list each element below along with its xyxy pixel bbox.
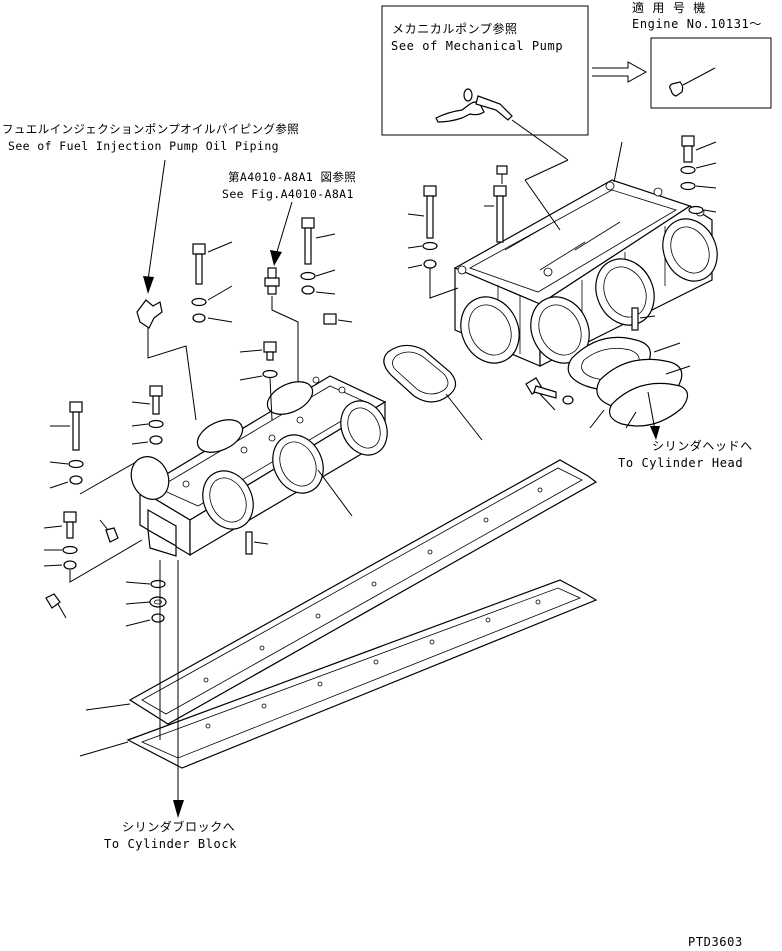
bolt bbox=[239, 341, 277, 361]
applicable-engine-callout: 適 用 号 機 Engine No.10131～ bbox=[592, 0, 772, 109]
bolt bbox=[525, 377, 557, 411]
fig-ref-label-jp: 第A4010-A8A1 図参照 bbox=[228, 170, 356, 184]
washer bbox=[562, 395, 574, 405]
arrow-down-icon bbox=[173, 800, 184, 818]
washer bbox=[44, 545, 78, 555]
washer bbox=[300, 269, 336, 281]
washer bbox=[192, 313, 233, 323]
washer bbox=[301, 285, 336, 295]
mech-pump-label-en: See of Mechanical Pump bbox=[391, 39, 563, 53]
plug bbox=[323, 313, 353, 325]
washer bbox=[49, 459, 84, 469]
mechanical-pump-callout: メカニカルポンプ参照 See of Mechanical Pump bbox=[381, 5, 589, 181]
applicable-label-jp: 適 用 号 機 bbox=[632, 0, 706, 15]
mech-pump-label-jp: メカニカルポンプ参照 bbox=[392, 21, 518, 36]
long-gasket-upper bbox=[85, 459, 598, 725]
plug bbox=[496, 165, 508, 184]
bolt bbox=[301, 217, 336, 265]
cyl-head-label-en: To Cylinder Head bbox=[618, 456, 743, 470]
dowel-pin bbox=[631, 307, 656, 331]
washer bbox=[125, 579, 166, 589]
fuel-pipe-callout: フュエルインジェクションポンプオイルパイピング参照 See of Fuel In… bbox=[2, 122, 299, 421]
cyl-block-label-jp: シリンダブロックへ bbox=[122, 819, 235, 834]
bolt bbox=[131, 385, 163, 415]
bolt bbox=[99, 519, 119, 543]
washer bbox=[49, 461, 137, 495]
bolt bbox=[192, 241, 233, 285]
bolt bbox=[50, 401, 83, 451]
washer bbox=[125, 613, 165, 627]
washer bbox=[239, 369, 278, 421]
washer bbox=[680, 181, 717, 191]
washer bbox=[688, 205, 717, 215]
left-port-gasket bbox=[383, 344, 483, 441]
drawing-id: PTD3603 bbox=[688, 935, 743, 949]
washer bbox=[680, 162, 717, 175]
washer bbox=[191, 285, 233, 307]
washer bbox=[407, 259, 459, 299]
sensor-fitting-part bbox=[264, 267, 280, 295]
cyl-block-label-en: To Cylinder Block bbox=[104, 837, 237, 851]
arrow-right-icon bbox=[592, 61, 648, 83]
washer bbox=[131, 435, 163, 445]
bolt bbox=[43, 511, 77, 539]
fig-ref-label-en: See Fig.A4010-A8A1 bbox=[222, 187, 354, 201]
bolt bbox=[681, 135, 717, 163]
fig-ref-callout: 第A4010-A8A1 図参照 See Fig.A4010-A8A1 bbox=[222, 170, 356, 430]
bolt bbox=[484, 185, 507, 243]
plug bbox=[45, 593, 67, 619]
engine-number-label: Engine No.10131～ bbox=[632, 17, 762, 31]
fuel-pipe-label-en: See of Fuel Injection Pump Oil Piping bbox=[8, 139, 279, 153]
washer bbox=[131, 419, 164, 429]
left-bolts bbox=[43, 217, 353, 627]
washer bbox=[407, 241, 438, 251]
right-manifold-housing bbox=[453, 141, 718, 367]
right-bolts bbox=[407, 135, 717, 411]
plug-part bbox=[669, 81, 684, 97]
washer bbox=[43, 539, 143, 583]
mechanical-pump-part bbox=[435, 88, 513, 123]
cyl-head-label-jp: シリンダヘッドへ bbox=[652, 438, 753, 453]
long-gasket-lower bbox=[79, 579, 598, 769]
fuel-pipe-label-jp: フュエルインジェクションポンプオイルパイピング参照 bbox=[2, 122, 299, 136]
alignment-lines bbox=[159, 560, 184, 818]
elbow-fitting-part bbox=[136, 299, 163, 329]
bolt bbox=[407, 185, 437, 239]
right-port-gasket bbox=[567, 336, 691, 440]
left-manifold-housing bbox=[130, 375, 388, 557]
